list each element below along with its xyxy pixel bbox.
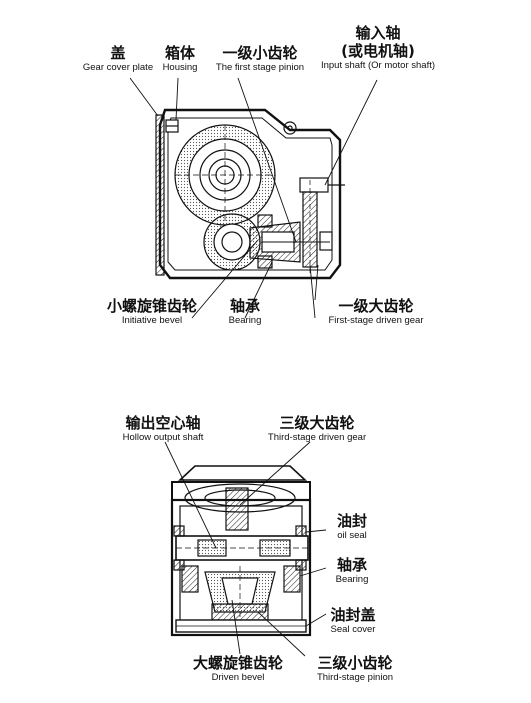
- input-shaft-zh2: (或电机轴): [341, 42, 415, 60]
- seal-cover-en: Seal cover: [330, 624, 376, 635]
- oil-seal-zh: 油封: [336, 512, 367, 530]
- bottom-oil-seal-left: [173, 525, 185, 537]
- housing-en: Housing: [162, 62, 198, 73]
- first-driven-en: First-stage driven gear: [328, 315, 424, 326]
- gear-cover-en: Gear cover plate: [82, 62, 154, 73]
- top-cover-plate: [155, 114, 165, 276]
- label-first-stage-driven-gear: 一级大齿轮 First-stage driven gear: [316, 297, 436, 326]
- third-pinion-en: Third-stage pinion: [316, 672, 394, 683]
- first-driven-zh: 一级大齿轮: [338, 297, 414, 315]
- label-housing: 箱体 Housing: [150, 44, 210, 73]
- oil-seal-en: oil seal: [337, 530, 367, 541]
- third-pinion-zh: 三级小齿轮: [317, 654, 393, 672]
- label-third-stage-driven-gear: 三级大齿轮 Third-stage driven gear: [252, 414, 382, 443]
- housing-zh: 箱体: [164, 44, 195, 62]
- top-input-shaft: [299, 177, 329, 193]
- third-driven-zh: 三级大齿轮: [279, 414, 355, 432]
- bearing-top-en: Bearing: [228, 315, 262, 326]
- gear-cover-zh: 盖: [110, 44, 126, 62]
- bearing-top-zh: 轴承: [229, 297, 260, 315]
- bottom-leader-lines: [164, 441, 327, 657]
- hollow-shaft-zh: 输出空心轴: [125, 414, 201, 432]
- top-gearbox-section: [155, 108, 345, 280]
- first-pinion-en: The first stage pinion: [215, 62, 305, 73]
- label-seal-cover: 油封盖 Seal cover: [318, 606, 388, 635]
- label-input-shaft: 输入轴 (或电机轴) Input shaft (Or motor shaft): [313, 24, 443, 71]
- top-leader-lines: [129, 77, 378, 319]
- bottom-third-driven-gear: [225, 487, 249, 531]
- bottom-oil-seal-right: [295, 525, 307, 537]
- label-first-stage-pinion: 一级小齿轮 The first stage pinion: [205, 44, 315, 73]
- driven-bevel-zh: 大螺旋锥齿轮: [192, 654, 283, 672]
- initiative-bevel-en: Initiative bevel: [121, 315, 183, 326]
- first-pinion-zh: 一级小齿轮: [222, 44, 298, 62]
- input-shaft-en: Input shaft (Or motor shaft): [320, 60, 436, 71]
- bottom-third-pinion: [211, 603, 269, 621]
- label-third-stage-pinion: 三级小齿轮 Third-stage pinion: [300, 654, 410, 683]
- label-oil-seal: 油封 oil seal: [322, 512, 382, 541]
- seal-cover-zh: 油封盖: [330, 606, 376, 624]
- bearing-bottom-en: Bearing: [335, 574, 369, 585]
- third-driven-en: Third-stage driven gear: [267, 432, 367, 443]
- label-bearing-top: 轴承 Bearing: [220, 297, 270, 326]
- label-initiative-bevel: 小螺旋锥齿轮 Initiative bevel: [92, 297, 212, 326]
- input-shaft-zh1: 输入轴: [355, 24, 401, 42]
- label-hollow-output-shaft: 输出空心轴 Hollow output shaft: [108, 414, 218, 443]
- bottom-gearbox-section: [170, 465, 312, 637]
- label-gear-cover-plate: 盖 Gear cover plate: [68, 44, 168, 73]
- bottom-housing: [170, 498, 312, 637]
- bearing-bottom-zh: 轴承: [336, 556, 367, 574]
- label-bearing-bottom: 轴承 Bearing: [322, 556, 382, 585]
- driven-bevel-en: Driven bevel: [211, 672, 265, 683]
- hollow-shaft-en: Hollow output shaft: [122, 432, 204, 443]
- initiative-bevel-zh: 小螺旋锥齿轮: [106, 297, 197, 315]
- label-driven-bevel: 大螺旋锥齿轮 Driven bevel: [178, 654, 298, 683]
